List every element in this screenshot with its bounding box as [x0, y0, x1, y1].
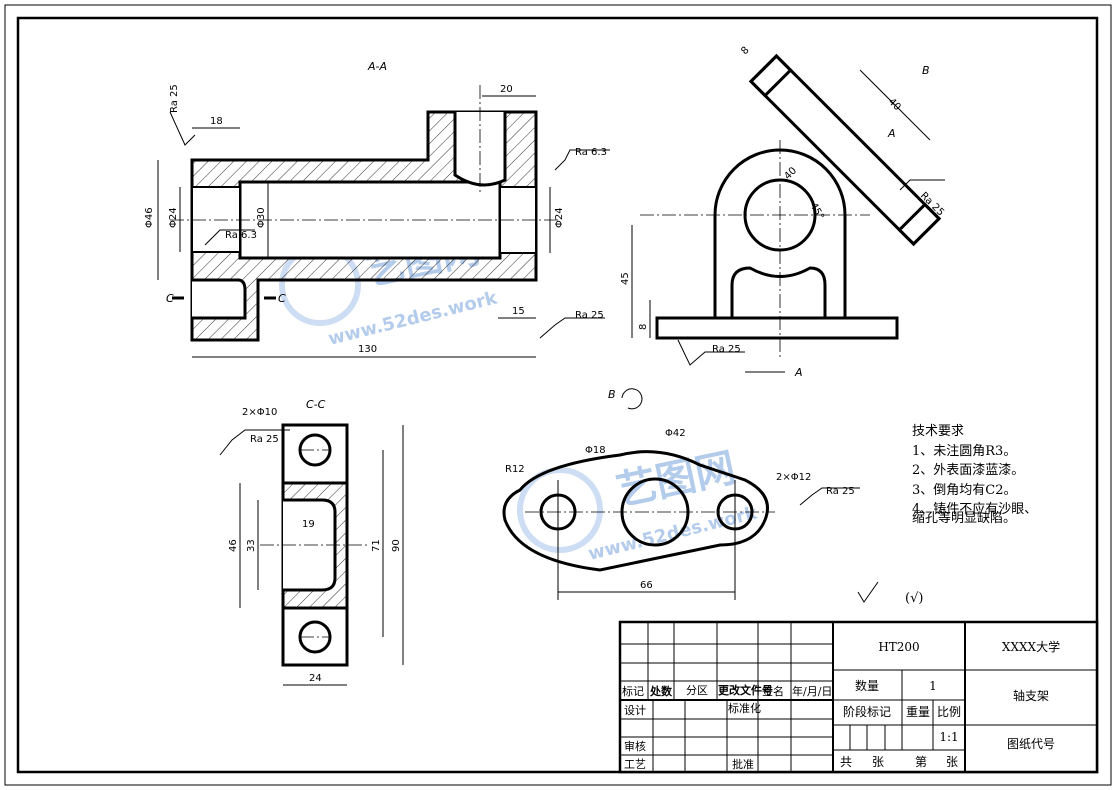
- aa-dims-ra63-inner: Ra 6.3: [225, 230, 257, 241]
- roughness-other: (√): [905, 591, 923, 606]
- cc-dims-holes: 2×Φ10: [242, 407, 277, 418]
- title-block-quantity: 1: [929, 679, 937, 693]
- watermark-url: www.52des.work: [326, 287, 500, 350]
- tech-requirements-items-1: 2、外表面漆蓝漆。: [912, 462, 1024, 478]
- aa-dims-d18: 18: [210, 116, 223, 127]
- section-labels-b-view: B: [608, 388, 616, 401]
- title-block-school: XXXX大学: [1002, 639, 1060, 654]
- tech-requirements-title: 技术要求: [912, 424, 964, 439]
- title-block-sign: 签名: [762, 684, 784, 698]
- b-dims-ra25: Ra 25: [826, 486, 855, 497]
- section-view-aa: A-A 130 18 20 Φ46 Φ24 Φ30 Φ24 15 Ra 25 R…: [144, 60, 610, 358]
- title-block-date: 年/月/日: [792, 684, 832, 698]
- tech-requirements-items-4: 缩孔等明显缺陷。: [912, 510, 1016, 526]
- roughness-symbol: [857, 581, 879, 603]
- cc-dims-ra25: Ra 25: [250, 434, 279, 445]
- title-block-weight-label: 重量: [906, 705, 930, 719]
- title-block-scale-label: 比例: [937, 705, 961, 719]
- cc-dims-d33: 33: [246, 539, 257, 552]
- aa-dims-phi24-right: Φ24: [554, 207, 565, 228]
- section-labels-arrow-b: B: [922, 64, 930, 77]
- title-block-zone: 分区: [686, 684, 708, 697]
- title-block-sheets-unit: 张: [872, 755, 884, 769]
- title-block-sheet-unit2: 张: [946, 755, 958, 769]
- front-dims-ra25-base: Ra 25: [712, 344, 741, 355]
- section-labels-arrow-a2: A: [794, 366, 803, 379]
- front-dims-d8-top: 8: [739, 45, 751, 57]
- title-block-change-doc: 更改文件号: [718, 683, 773, 697]
- cc-dims-d19: 19: [302, 519, 315, 530]
- b-dims-d66: 66: [640, 580, 653, 591]
- title-block-standard: 标准化: [728, 701, 761, 715]
- title-block-part-name: 轴支架: [1013, 688, 1049, 703]
- title-block-scale: 1:1: [939, 730, 958, 744]
- title-block-quantity-label: 数量: [855, 678, 879, 693]
- front-dims-a45: 45°: [807, 201, 825, 222]
- title-block-stage-label: 阶段标记: [843, 704, 891, 719]
- cc-dims-d71: 71: [371, 539, 382, 552]
- title-block-process: 工艺: [624, 758, 646, 771]
- front-view: 45 8 8 40 40 45° Ra 25 Ra 25 B A A: [620, 45, 946, 379]
- front-dims-d45: 45: [620, 272, 631, 285]
- title-block-sheets-total: 共: [840, 755, 852, 769]
- aa-dims-ra63-right: Ra 6.3: [575, 147, 607, 158]
- title-block-sheet-no: 第: [915, 755, 927, 769]
- b-dims-holes: 2×Φ12: [776, 472, 811, 483]
- aa-dims-phi24-left: Φ24: [168, 207, 179, 228]
- b-view: B 66 R12 Φ18 Φ42 2×Φ12 Ra 25: [502, 388, 860, 600]
- title-block-material: HT200: [878, 640, 919, 654]
- aa-dims-phi46: Φ46: [144, 207, 155, 228]
- cc-dims-d46: 46: [228, 539, 239, 552]
- section-labels-arrow-a: A: [887, 127, 896, 140]
- title-block-review: 审核: [624, 739, 646, 753]
- technical-requirements: 技术要求 1、未注圆角R3。 2、外表面漆蓝漆。 3、倒角均有C2。 4、铸件不…: [857, 424, 1037, 606]
- title-block-count: 处数: [649, 684, 673, 698]
- aa-dims-phi30: Φ30: [256, 207, 267, 228]
- aa-dims-ra25-bottom: Ra 25: [575, 310, 604, 321]
- section-labels-aa: A-A: [367, 60, 387, 73]
- aa-dims-d20: 20: [500, 84, 513, 95]
- title-block-drawing-code: 图纸代号: [1007, 737, 1055, 751]
- drawing-frame: [16, 16, 1099, 774]
- title-block-approve: 批准: [732, 757, 754, 771]
- front-dims-d8: 8: [638, 324, 649, 330]
- section-labels-c-left: C: [166, 292, 174, 305]
- tech-requirements-items-2: 3、倒角均有C2。: [912, 483, 1017, 498]
- aa-dims-d15: 15: [512, 306, 525, 317]
- title-block: 标记 处数 分区 更改文件号 签名 年/月/日 设计 标准化 审核 工艺 批准 …: [618, 620, 1099, 774]
- sheet-border: [4, 4, 1112, 786]
- b-dims-phi18: Φ18: [585, 445, 606, 456]
- title-block-mark: 标记: [622, 684, 644, 698]
- section-labels-cc: C-C: [306, 398, 326, 411]
- cc-dims-d90: 90: [391, 539, 402, 552]
- title-block-design: 设计: [624, 704, 646, 717]
- section-labels-c-right: C: [278, 292, 286, 305]
- b-dims-phi42: Φ42: [665, 428, 686, 439]
- aa-dims-ra25-top: Ra 25: [169, 84, 180, 113]
- tech-requirements-items-0: 1、未注圆角R3。: [912, 444, 1016, 459]
- section-view-cc: C-C 2×Φ10 Ra 25 19 46 33 71 90 24: [219, 398, 404, 686]
- b-dims-r12: R12: [505, 464, 525, 475]
- cc-dims-d24: 24: [309, 673, 322, 684]
- tech-requirements-items-3: 4、铸件不应有沙眼、: [912, 501, 1037, 517]
- aa-dims-d130: 130: [358, 344, 377, 355]
